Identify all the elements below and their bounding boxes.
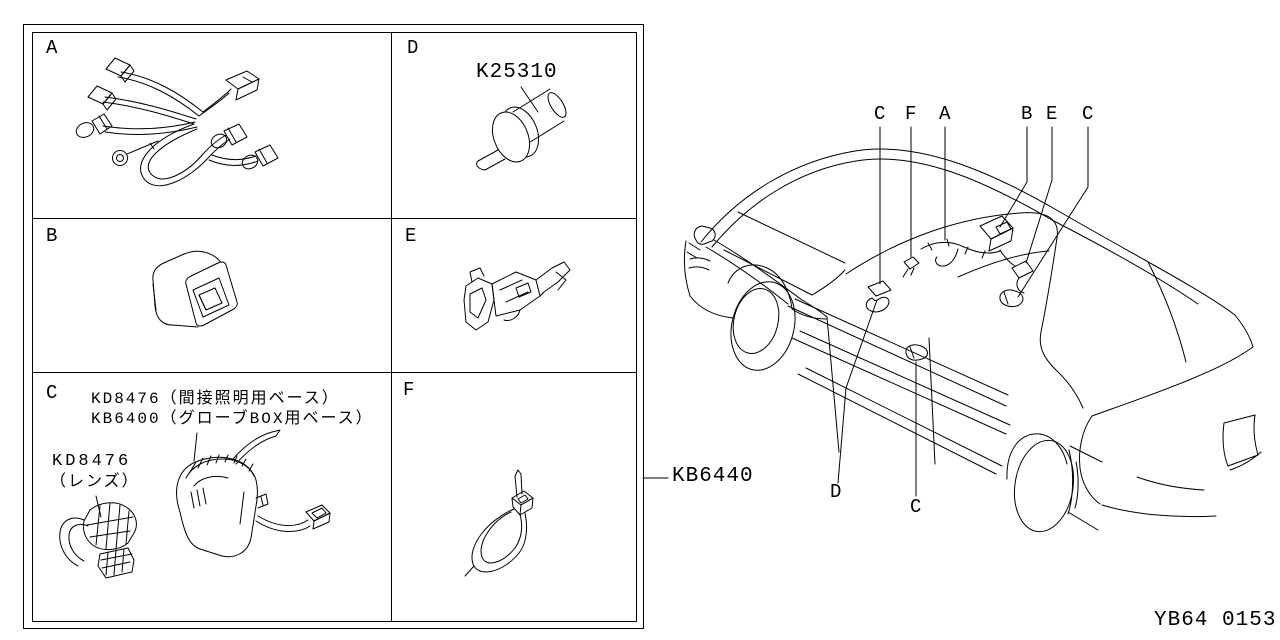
callout-top-c1: C xyxy=(874,103,886,125)
cell-b-label: B xyxy=(46,225,58,247)
cell-a-label: A xyxy=(46,37,58,59)
label-c-lens-line2: （レンズ） xyxy=(50,473,140,491)
callout-bottom-c: C xyxy=(910,496,922,518)
car-clip-f xyxy=(903,256,920,270)
callout-top-b: B xyxy=(1021,103,1033,125)
callout-top-e: E xyxy=(1046,103,1058,125)
car-door-edge xyxy=(826,316,840,453)
assembly-number-kb6440: KB6440 xyxy=(672,465,754,488)
part-c-base-drawing xyxy=(176,429,331,558)
part-c-lens-drawing xyxy=(59,502,137,579)
cell-f-label: F xyxy=(403,379,415,401)
car-door-rear-edge xyxy=(928,337,936,465)
car-callout-leader-lines xyxy=(837,126,1089,497)
callout-top-a: A xyxy=(939,103,951,125)
figure-code: YB64 0153 xyxy=(1154,609,1277,632)
car-rear-arch xyxy=(1006,433,1068,480)
car-lamp-c2 xyxy=(999,289,1024,308)
callout-top-f: F xyxy=(905,103,917,125)
label-c-base-line2: KB6400（グローブBOX用ベース） xyxy=(91,410,374,428)
callout-bottom-d: D xyxy=(830,481,842,503)
car-clip-e xyxy=(1011,260,1034,279)
part-e-clip-drawing xyxy=(463,261,571,331)
callout-top-c2: C xyxy=(1082,103,1094,125)
part-number-k25310: K25310 xyxy=(476,61,558,84)
part-f-cable-tie-drawing xyxy=(464,469,534,577)
label-c-base-line1: KD8476（間接照明用ベース） xyxy=(91,390,340,408)
car-front-wheel xyxy=(730,281,796,371)
cell-e-label: E xyxy=(405,225,417,247)
cell-c-label: C xyxy=(46,382,58,404)
part-d-bulb-drawing xyxy=(476,86,567,171)
car-illustration xyxy=(683,126,1262,533)
label-leader-lines xyxy=(95,432,198,518)
car-dash-harness xyxy=(920,241,1001,254)
car-window-opening xyxy=(845,212,1058,370)
car-lamp-c3 xyxy=(905,344,928,361)
parts-grid-frame xyxy=(23,24,644,629)
part-a-wiring-harness-drawing xyxy=(75,57,279,187)
cell-d-label: D xyxy=(407,37,419,59)
car-mirror xyxy=(693,225,716,245)
car-lamp-c1 xyxy=(867,280,892,297)
part-b-switch-drawing xyxy=(152,250,238,328)
car-roofline-inner xyxy=(711,158,1199,305)
label-c-lens-line1: KD8476 xyxy=(52,452,132,471)
car-roofline xyxy=(700,148,1236,316)
